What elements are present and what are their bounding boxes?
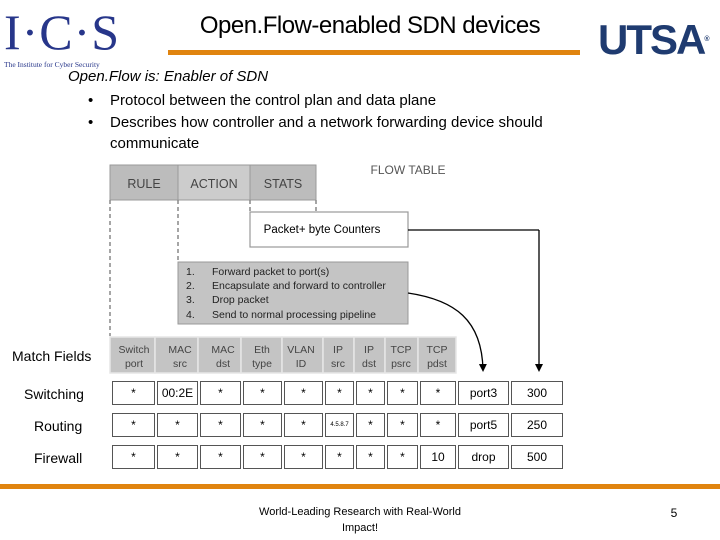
table-cell: *	[200, 413, 241, 437]
action-num: 4.	[186, 309, 195, 321]
tab-rule-label: RULE	[127, 177, 160, 191]
table-cell: *	[243, 381, 282, 405]
table-cell-stat: 250	[511, 413, 563, 437]
field-label: src	[331, 358, 345, 370]
counters-label: Packet+ byte Counters	[264, 224, 381, 236]
table-cell: 4.5.8.7	[325, 413, 354, 437]
tab-stats-label: STATS	[264, 177, 302, 191]
table-cell: *	[243, 413, 282, 437]
page-number: 5	[670, 506, 678, 520]
slide-title: Open.Flow-enabled SDN devices	[199, 12, 541, 39]
ics-logo: I·C·S The Institute for Cyber Security	[4, 6, 122, 74]
footer-rule	[0, 484, 720, 489]
flow-table-title: FLOW TABLE	[371, 163, 446, 177]
table-cell-action: port5	[458, 413, 509, 437]
field-label: dst	[362, 358, 376, 370]
title-underline	[168, 50, 580, 55]
table-cell-action: port3	[458, 381, 509, 405]
table-cell: 00:2E	[157, 381, 198, 405]
utsa-logo-mark: UTSA	[598, 16, 706, 63]
table-cell: *	[200, 445, 241, 469]
action-text: Send to normal processing pipeline	[212, 309, 376, 321]
footer-line: Impact!	[341, 522, 379, 534]
table-cell: *	[112, 381, 155, 405]
table-cell: *	[387, 381, 418, 405]
table-cell: *	[356, 381, 385, 405]
table-cell: *	[200, 381, 241, 405]
table-cell: *	[112, 445, 155, 469]
footer-tagline: World-Leading Research with Real-World I…	[252, 504, 468, 536]
action-num: 1.	[186, 266, 195, 278]
action-num: 3.	[186, 294, 195, 306]
utsa-trademark: ®	[704, 36, 710, 43]
row-label-switching: Switching	[24, 386, 84, 402]
footer-line: World-Leading Research with Real-World	[259, 506, 461, 518]
table-cell: *	[356, 445, 385, 469]
field-label: psrc	[391, 358, 411, 370]
bullet-list: Protocol between the control plan and da…	[88, 90, 608, 155]
table-cell-stat: 500	[511, 445, 563, 469]
field-label: Eth	[254, 344, 270, 356]
table-cell-action: drop	[458, 445, 509, 469]
table-cell: *	[243, 445, 282, 469]
tab-action-label: ACTION	[190, 177, 237, 191]
match-fields-header: Switch port MAC src MAC dst Eth type VLA…	[109, 336, 457, 374]
counters-box	[249, 211, 409, 248]
action-num: 2.	[186, 280, 195, 292]
table-cell: *	[284, 445, 323, 469]
bullet-item: Describes how controller and a network f…	[88, 112, 608, 155]
tab-rule	[109, 164, 179, 201]
ics-logo-subtitle: The Institute for Cyber Security	[4, 60, 100, 69]
field-label: dst	[216, 358, 230, 370]
row-label-routing: Routing	[34, 418, 83, 434]
row-label-firewall: Firewall	[34, 450, 83, 466]
table-cell: *	[420, 381, 456, 405]
field-label: port	[125, 358, 143, 370]
table-cell: *	[284, 413, 323, 437]
field-label: ID	[296, 358, 307, 370]
field-label: pdst	[427, 358, 447, 370]
table-cell: *	[325, 381, 354, 405]
field-label: VLAN	[287, 344, 314, 356]
table-cell-stat: 300	[511, 381, 563, 405]
field-label: type	[252, 358, 272, 370]
table-cell: *	[157, 445, 198, 469]
intro-text: Open.Flow is: Enabler of SDN	[68, 68, 269, 85]
arrow-actions-to-action-column	[407, 292, 487, 372]
tab-action	[177, 164, 251, 201]
field-label: MAC	[168, 344, 192, 356]
field-label: TCP	[427, 344, 448, 356]
field-label: Switch	[119, 344, 150, 356]
field-label: IP	[333, 344, 343, 356]
table-cell: *	[387, 445, 418, 469]
table-cell: *	[325, 445, 354, 469]
field-label: IP	[364, 344, 374, 356]
table-cell: *	[387, 413, 418, 437]
utsa-logo: UTSA®	[598, 18, 710, 62]
actions-box	[177, 261, 409, 325]
table-cell: *	[157, 413, 198, 437]
field-label: TCP	[391, 344, 412, 356]
table-cell: *	[356, 413, 385, 437]
table-cell: *	[112, 413, 155, 437]
ics-logo-mark: I·C·S	[4, 4, 121, 60]
match-fields-label: Match Fields	[12, 348, 92, 364]
action-text: Encapsulate and forward to controller	[212, 280, 386, 292]
field-label: MAC	[211, 344, 235, 356]
table-cell: 10	[420, 445, 456, 469]
action-text: Drop packet	[212, 294, 269, 306]
action-text: Forward packet to port(s)	[212, 266, 329, 278]
field-label: src	[173, 358, 187, 370]
table-cell: *	[284, 381, 323, 405]
tab-stats	[249, 164, 317, 201]
table-cell: *	[420, 413, 456, 437]
bullet-item: Protocol between the control plan and da…	[88, 90, 608, 112]
